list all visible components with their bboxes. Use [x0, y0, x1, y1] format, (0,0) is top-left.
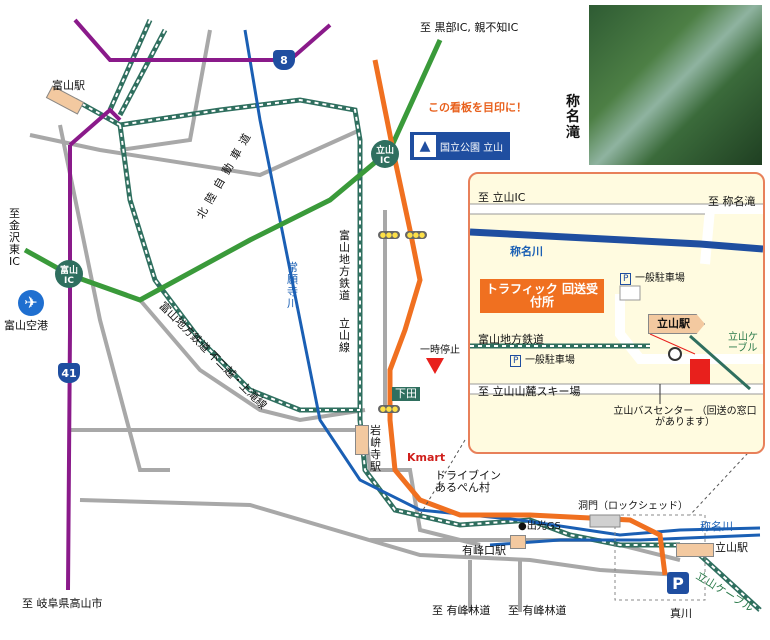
joganji-river [243, 29, 761, 537]
shomyo-falls-label: 称名滝 [566, 94, 580, 141]
inset-tateyama-station: 立山駅 [648, 314, 705, 335]
iwakuraji-station-marker [355, 425, 369, 455]
tunnel-icon [589, 514, 621, 528]
to-arimine-2-label: 至 有峰林道 [508, 604, 567, 617]
stop-sign-label: 一時停止 [420, 345, 460, 356]
toyama-station-label: 富山駅 [52, 79, 85, 92]
railway-kamitaki-line [117, 124, 360, 413]
stop-sign-icon [426, 358, 444, 374]
inset-roads [470, 203, 763, 404]
inset-bus-center: 立山バスセンター （回送の窓口があります） [613, 406, 757, 428]
toyama-ic-label: 富山IC [60, 265, 79, 286]
idemitsu-label: ●出光GS [518, 521, 561, 532]
joganji-river-label: 常願寺川 [287, 261, 298, 311]
arimine-station-marker [510, 535, 526, 549]
road-gray-2 [119, 29, 212, 152]
route-41-shield: 41 [58, 363, 80, 383]
inset-parking-2-text: 一般駐車場 [524, 355, 575, 366]
iwakuraji-station-label: 岩峅寺駅 [370, 424, 381, 474]
to-arimine-1-label: 至 有峰林道 [432, 604, 491, 617]
tateyama-ic-marker: 立山IC [371, 140, 399, 168]
inset-focus-area [614, 514, 706, 601]
airplane-icon: ✈ [18, 290, 44, 316]
road-gray-5 [138, 298, 366, 423]
shomyo-river-label: 称名川 [700, 520, 733, 533]
toyama-airport-label: 富山空港 [4, 319, 48, 332]
inset-parking-1-text: 一般駐車場 [634, 273, 685, 284]
inset-traffic-label: トラフィック 回送受付所 [480, 279, 604, 314]
sign-note-label: この看板を目印に！ [428, 101, 527, 114]
inset-map: 至 立山IC 至 称名滝 称名川 P 一般駐車場 トラフィック 回送受付所 立山… [468, 172, 765, 454]
inset-shomyo-river: 称名川 [510, 245, 543, 258]
inset-connector-2 [689, 439, 761, 516]
route-41-number: 41 [61, 366, 77, 380]
inset-to-ski: 至 立山山麓スキー場 [478, 385, 581, 398]
inset-connector-1 [419, 439, 466, 516]
parking-icon: P [667, 572, 689, 594]
shimoda-label: 下田 [392, 387, 420, 402]
route-41 [66, 145, 72, 591]
shomyo-falls-photo [589, 5, 762, 165]
to-kurobe-label: 至 黒部IC, 親不知IC [420, 21, 519, 34]
road-gray-6 [79, 498, 681, 577]
inset-tateyama-cable: 立山ケーブル [728, 332, 758, 354]
inset-parking-2-icon: P [510, 355, 522, 367]
traffic-light-icon: ●●● [378, 405, 400, 413]
tateyama-ic-label: 立山IC [376, 145, 395, 166]
inset-to-tateyama-ic: 至 立山IC [478, 191, 526, 204]
route-41-north [68, 107, 122, 147]
route-8-number: 8 [280, 53, 288, 67]
tateyama-line-label: 立山線 [339, 317, 350, 355]
route-8 [73, 18, 332, 62]
arimine-station-label: 有峰口駅 [462, 544, 506, 557]
to-kanazawa-label: 至金沢東IC [9, 207, 20, 269]
route-8-shield: 8 [273, 50, 295, 70]
road-gray-4 [70, 428, 481, 547]
tateyama-station-label: 立山駅 [715, 541, 748, 554]
inset-to-shomyo: 至 称名滝 [708, 195, 756, 208]
inset-railway: 富山地方鉄道 [478, 333, 544, 346]
tunnel-label: 洞門（ロックシェッド） [578, 501, 688, 512]
inset-parking-1: P 一般駐車場 [620, 272, 685, 285]
to-takayama-label: 至 岐阜県高山市 [22, 597, 103, 610]
inset-parking-2: P 一般駐車場 [510, 354, 575, 367]
park-sign: ▲ 国立公園 立山 [410, 132, 510, 160]
makawa-label: 真川 [670, 607, 692, 620]
inset-parking-1-icon: P [620, 273, 632, 285]
toyama-chiho-railway-label: 富山地方鉄道 [339, 229, 350, 303]
traffic-light-icon-3: ●●● [405, 231, 427, 239]
traffic-light-icon-2: ●●● [378, 231, 400, 239]
tateyama-station-marker [676, 543, 714, 557]
park-sign-logo-icon: ▲ [414, 135, 436, 157]
park-sign-text: 国立公園 立山 [440, 142, 504, 154]
drive-in-label: ドライブイン あるぺん村 [435, 469, 501, 495]
toyama-ic-marker: 富山IC [55, 260, 83, 288]
kmart-label: Kmart [407, 451, 446, 464]
road-gray-3 [58, 124, 170, 472]
